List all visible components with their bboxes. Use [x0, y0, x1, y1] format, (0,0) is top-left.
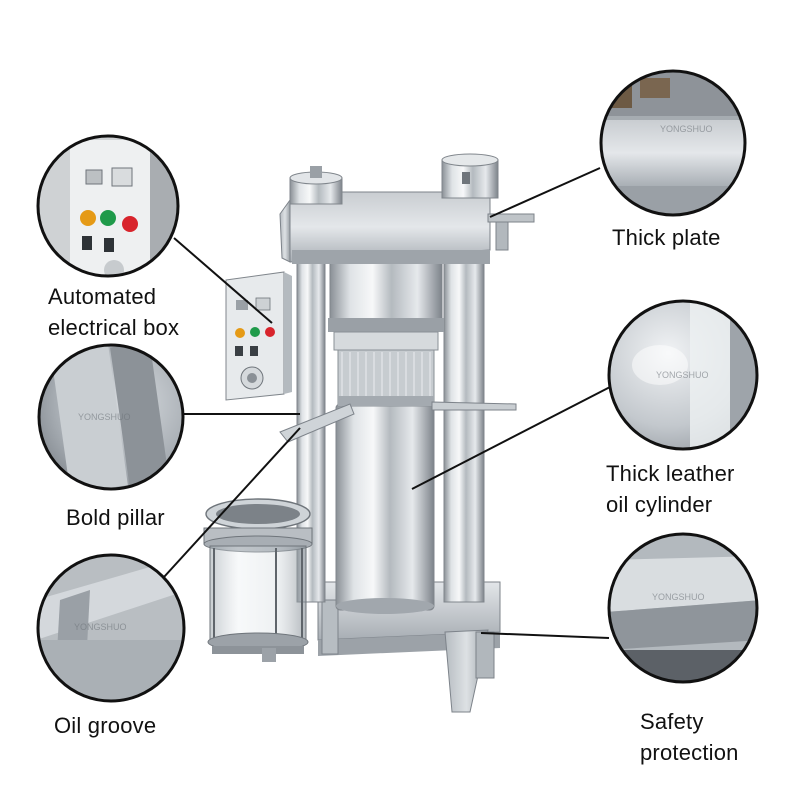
label-oil-cylinder: Thick leather oil cylinder — [606, 458, 735, 520]
label-line: Automated — [48, 284, 157, 309]
label-safety-protection: Safety protection — [640, 706, 739, 768]
watermark-text: YONGSHUO — [660, 124, 713, 134]
label-line: Thick plate — [612, 225, 721, 250]
label-line: Oil groove — [54, 713, 157, 738]
leader-safety — [480, 632, 610, 639]
detail-circle-oil-groove: YONGSHUO — [36, 553, 186, 703]
label-line: protection — [640, 740, 739, 765]
label-line: electrical box — [48, 315, 180, 340]
label-line: Bold pillar — [66, 505, 165, 530]
watermark-text: YONGSHUO — [78, 412, 131, 422]
top-plate — [279, 191, 535, 264]
left-top-cap — [289, 166, 343, 205]
electrical-control-box — [225, 271, 292, 401]
leader-oil-groove — [163, 427, 301, 578]
detail-circle-cylinder: YONGSHUO — [607, 299, 759, 451]
main-oil-cylinder — [335, 403, 435, 614]
leader-thick-plate — [489, 167, 601, 218]
label-line: Thick leather — [606, 461, 735, 486]
leader-electrical-box — [173, 237, 273, 324]
label-line: oil cylinder — [606, 492, 713, 517]
watermark-text: YONGSHUO — [652, 592, 705, 602]
right-pillar — [443, 257, 485, 603]
label-line: Safety — [640, 709, 704, 734]
leader-lines — [163, 167, 611, 639]
detail-circle-bold-pillar: YONGSHUO — [37, 343, 185, 491]
label-oil-groove: Oil groove — [54, 710, 156, 741]
oil-tray — [279, 401, 517, 443]
right-top-cap — [441, 153, 499, 199]
oil-bucket — [203, 498, 313, 662]
press-chamber — [328, 249, 444, 407]
detail-circle-electrical-box — [36, 134, 180, 278]
detail-circle-safety: YONGSHUO — [607, 532, 759, 684]
label-thick-plate: Thick plate — [612, 222, 721, 253]
label-bold-pillar: Bold pillar — [66, 502, 165, 533]
detail-circle-thick-plate: YONGSHUO — [599, 69, 747, 217]
watermark-text: YONGSHUO — [656, 370, 709, 380]
leader-cylinder — [411, 386, 611, 490]
label-electrical-box: Automated electrical box — [48, 281, 179, 343]
watermark-text: YONGSHUO — [74, 622, 127, 632]
oil-press-machine — [203, 153, 535, 713]
